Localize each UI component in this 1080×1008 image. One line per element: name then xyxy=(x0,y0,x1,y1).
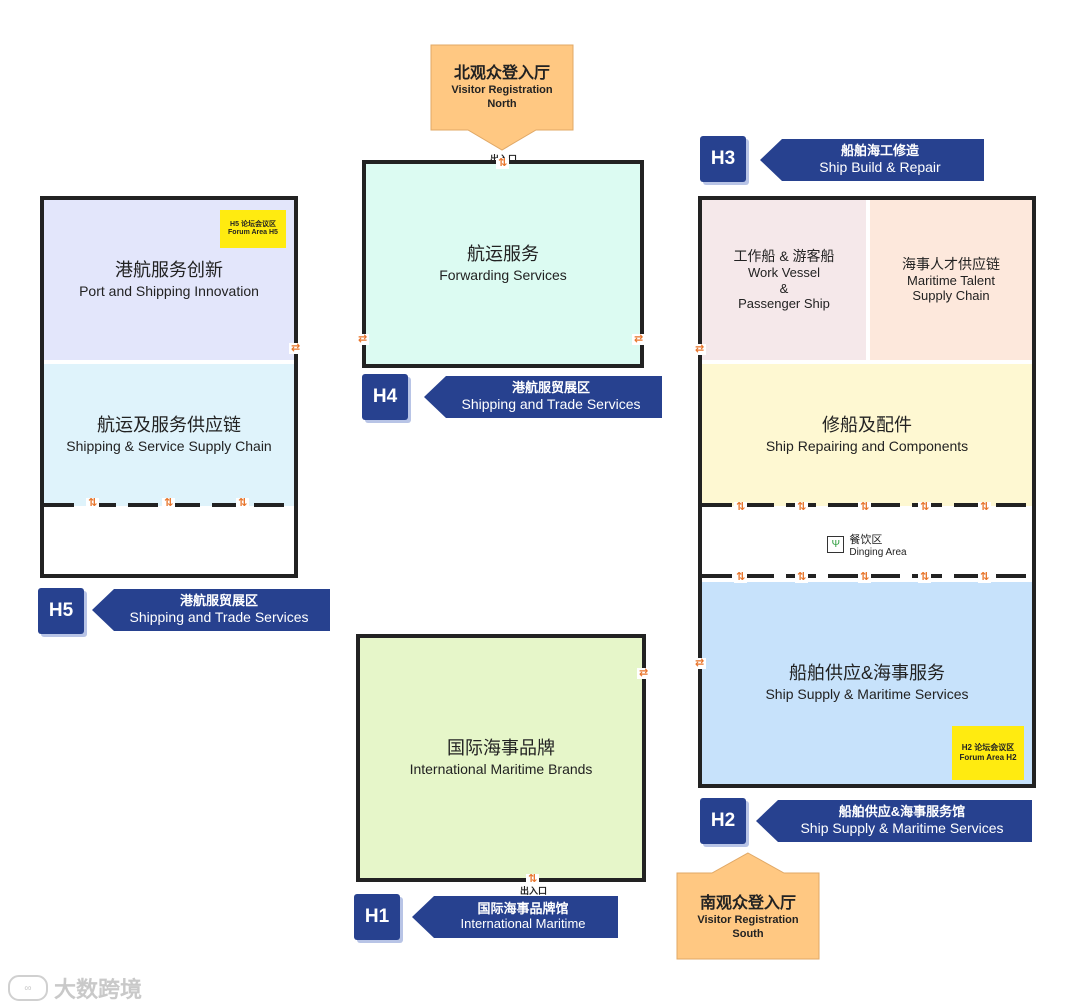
h3-badge: H3 xyxy=(700,136,746,182)
h2-banner-zh: 船舶供应&海事服务馆 xyxy=(838,804,966,820)
h3-banner: 船舶海工修造 Ship Build & Repair xyxy=(760,139,984,181)
h2-banner: 船舶供应&海事服务馆 Ship Supply & Maritime Servic… xyxy=(756,800,1032,842)
h5-banner: 港航服贸展区 Shipping and Trade Services xyxy=(92,589,330,631)
h1-banner: 国际海事品牌馆 International Maritime xyxy=(412,896,618,938)
watermark: ∞ 大数跨境 xyxy=(8,972,142,1004)
h1-door-east[interactable]: ⇄ xyxy=(637,667,651,679)
h3-door-3[interactable]: ⇅ xyxy=(858,501,872,513)
h5-door-east[interactable]: ⇄ xyxy=(289,342,303,354)
h5-banner-zh: 港航服贸展区 xyxy=(179,593,258,609)
h1-badge: H1 xyxy=(354,894,400,940)
h3-zone-ship-repairing[interactable]: 修船及配件 Ship Repairing and Components xyxy=(702,364,1032,506)
h3-zone2-en1: Maritime Talent xyxy=(907,272,995,288)
h5-badge: H5 xyxy=(38,588,84,634)
north-entrance-arrow xyxy=(430,44,574,151)
h5-zone2-zh: 航运及服务供应链 xyxy=(97,414,241,435)
south-entrance-label: 南观众登入厅 Visitor Registration South xyxy=(678,880,818,956)
h4-door-east[interactable]: ⇄ xyxy=(632,333,646,345)
north-entrance-zh: 北观众登入厅 xyxy=(453,65,550,83)
h3-door-1[interactable]: ⇅ xyxy=(734,501,748,513)
h3-zone2-zh: 海事人才供应链 xyxy=(902,256,1000,272)
h2-forum-area[interactable]: H2 论坛会议区 Forum Area H2 xyxy=(952,726,1024,780)
hall-h1: 国际海事品牌 International Maritime Brands xyxy=(356,634,646,882)
h2-door-west[interactable]: ⇄ xyxy=(693,657,707,669)
h1-zone-en: International Maritime Brands xyxy=(409,761,593,778)
south-entrance-arrow xyxy=(676,852,820,960)
h2-door-1[interactable]: ⇅ xyxy=(734,571,748,583)
h5-banner-en: Shipping and Trade Services xyxy=(129,609,309,626)
south-entrance-zh: 南观众登入厅 xyxy=(699,895,796,913)
h4-zone-zh: 航运服务 xyxy=(467,243,539,264)
h3-zone1-en3: Passenger Ship xyxy=(738,296,830,312)
h4-door-west[interactable]: ⇄ xyxy=(356,333,370,345)
h1-zone-international-maritime-brands[interactable]: 国际海事品牌 International Maritime Brands xyxy=(360,638,642,878)
h2-banner-en: Ship Supply & Maritime Services xyxy=(800,820,1004,837)
h2-door-5[interactable]: ⇅ xyxy=(978,571,992,583)
hall-h4: 航运服务 Forwarding Services xyxy=(362,160,644,368)
h3-door-2[interactable]: ⇅ xyxy=(795,501,809,513)
h2-forum-en: Forum Area H2 xyxy=(959,753,1017,762)
h3-zone2-en2: Supply Chain xyxy=(912,288,990,304)
h2-zone-en: Ship Supply & Maritime Services xyxy=(765,686,969,703)
h1-io-label: 出入口 xyxy=(520,886,548,896)
watermark-text: 大数跨境 xyxy=(54,977,143,1002)
h3-door-west[interactable]: ⇄ xyxy=(693,343,707,355)
h2-door-2[interactable]: ⇅ xyxy=(795,571,809,583)
h4-banner-en: Shipping and Trade Services xyxy=(461,396,641,413)
h3-zone1-en1: Work Vessel xyxy=(747,265,820,280)
h5-zone1-zh: 港航服务创新 xyxy=(115,259,223,280)
h3-zone1-zh: 工作船 & 游客船 xyxy=(733,248,835,265)
h5-forum-en: Forum Area H5 xyxy=(228,229,278,236)
h4-door-north[interactable]: ⇅ xyxy=(496,157,510,169)
dining-zh: 餐饮区 xyxy=(849,533,883,546)
h3-banner-en: Ship Build & Repair xyxy=(819,159,941,176)
h3-zone3-en: Ship Repairing and Components xyxy=(765,438,969,455)
h5-zone2-en: Shipping & Service Supply Chain xyxy=(66,438,272,455)
h5-zone-shipping-supply-chain[interactable]: 航运及服务供应链 Shipping & Service Supply Chain xyxy=(44,364,294,506)
h2-door-3[interactable]: ⇅ xyxy=(858,571,872,583)
north-entrance-en1: Visitor Registration xyxy=(451,84,553,97)
h2-forum-zh: H2 论坛会议区 xyxy=(961,743,1015,753)
h3-banner-zh: 船舶海工修造 xyxy=(840,143,919,159)
h1-door-south[interactable]: ⇅ xyxy=(526,873,540,885)
north-entrance-en2: North xyxy=(487,98,517,110)
h5-door-2[interactable]: ⇅ xyxy=(162,497,176,509)
h3-zone3-zh: 修船及配件 xyxy=(822,414,912,435)
h5-door-3[interactable]: ⇅ xyxy=(236,497,250,509)
h3-zone-maritime-talent[interactable]: 海事人才供应链 Maritime Talent Supply Chain xyxy=(870,200,1032,360)
h2-zone-zh: 船舶供应&海事服务 xyxy=(788,662,945,683)
h3-door-4[interactable]: ⇅ xyxy=(918,501,932,513)
south-entrance-en1: Visitor Registration xyxy=(697,914,799,927)
h3-door-5[interactable]: ⇅ xyxy=(978,501,992,513)
h5-door-1[interactable]: ⇅ xyxy=(86,497,100,509)
h1-banner-zh: 国际海事品牌馆 xyxy=(477,901,569,917)
h4-badge: H4 xyxy=(362,374,408,420)
h3-zone1-en2: & xyxy=(779,280,789,296)
hall-h3-h2: 工作船 & 游客船 Work Vessel & Passenger Ship 海… xyxy=(698,196,1036,788)
h5-zone1-en: Port and Shipping Innovation xyxy=(79,283,259,300)
h2-door-4[interactable]: ⇅ xyxy=(918,571,932,583)
dining-area[interactable]: Ψ 餐饮区 Dinging Area xyxy=(702,510,1032,578)
h4-zone-forwarding-services[interactable]: 航运服务 Forwarding Services xyxy=(366,164,640,364)
h2-badge: H2 xyxy=(700,798,746,844)
h3-zone-work-vessel[interactable]: 工作船 & 游客船 Work Vessel & Passenger Ship xyxy=(702,200,866,360)
h1-zone-zh: 国际海事品牌 xyxy=(447,737,555,758)
dining-en: Dinging Area xyxy=(849,546,907,558)
h4-banner: 港航服贸展区 Shipping and Trade Services xyxy=(424,376,662,418)
watermark-logo-icon: ∞ xyxy=(8,975,48,1001)
south-entrance-en2: South xyxy=(732,928,764,940)
hall-h5: 港航服务创新 Port and Shipping Innovation 航运及服… xyxy=(40,196,298,578)
h4-banner-zh: 港航服贸展区 xyxy=(511,380,590,396)
h5-forum-zh: H5 论坛会议区 xyxy=(230,220,276,228)
north-entrance-label: 北观众登入厅 Visitor Registration North xyxy=(432,48,572,128)
h1-banner-en: International Maritime xyxy=(460,916,586,931)
fork-knife-icon: Ψ xyxy=(827,535,845,553)
h4-zone-en: Forwarding Services xyxy=(439,267,567,284)
h5-forum-area[interactable]: H5 论坛会议区 Forum Area H5 xyxy=(220,210,286,248)
